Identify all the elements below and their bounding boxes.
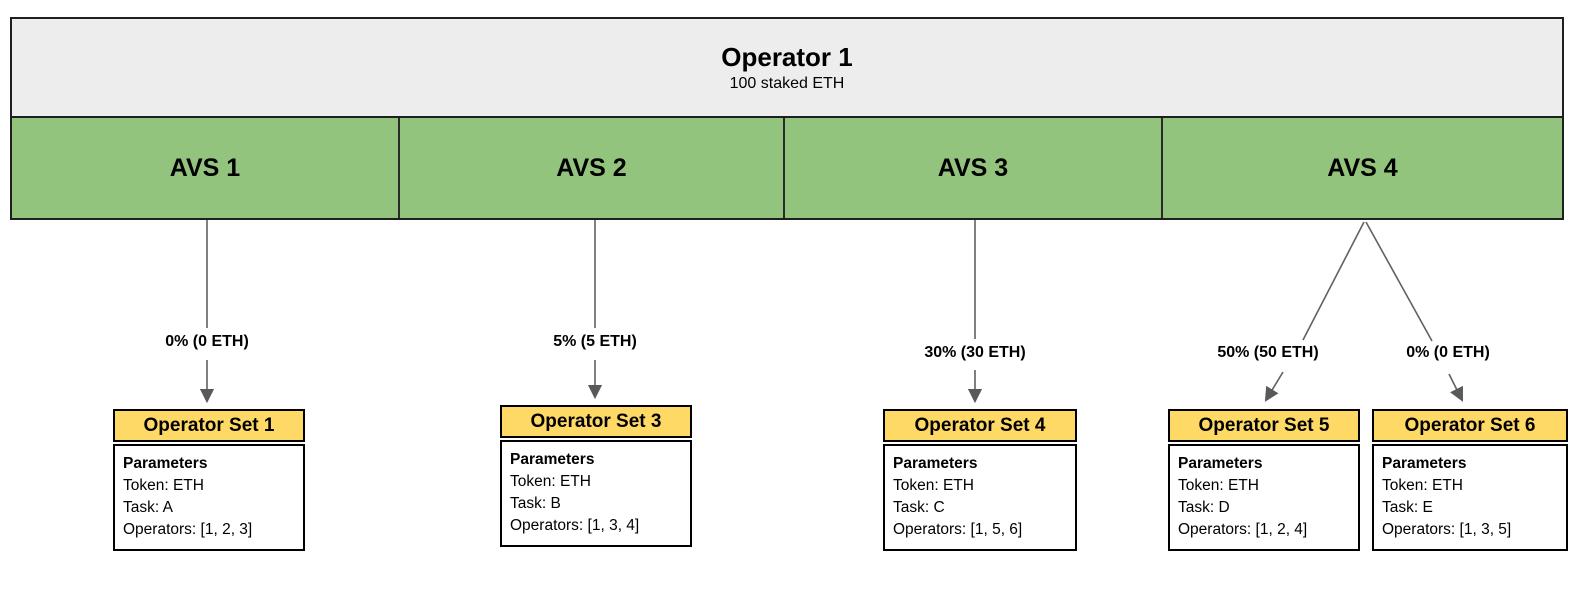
operator-set-4-title: Operator Set 4 bbox=[883, 409, 1077, 442]
operators-line: Operators: [1, 3, 4] bbox=[510, 517, 640, 534]
avs-cell-4: AVS 4 bbox=[1163, 118, 1562, 218]
parameters-heading: Parameters bbox=[1382, 455, 1467, 472]
operator-title: Operator 1 bbox=[721, 41, 853, 72]
operator-set-5-body: Parameters Token: ETH Task: D Operators:… bbox=[1168, 444, 1360, 551]
operators-line: Operators: [1, 5, 6] bbox=[893, 521, 1023, 538]
operator-set-3-title: Operator Set 3 bbox=[500, 405, 692, 438]
task-line: Task: A bbox=[123, 499, 173, 516]
operator-set-1-title: Operator Set 1 bbox=[113, 409, 305, 442]
avs-2-label: AVS 2 bbox=[556, 153, 627, 182]
operator-set-1-card: Operator Set 1 Parameters Token: ETH Tas… bbox=[113, 409, 305, 551]
allocation-label-avs3: 30% (30 ETH) bbox=[921, 344, 1029, 362]
token-line: Token: ETH bbox=[1382, 477, 1463, 494]
operators-line: Operators: [1, 2, 3] bbox=[123, 521, 253, 538]
token-line: Token: ETH bbox=[893, 477, 974, 494]
task-line: Task: E bbox=[1382, 499, 1433, 516]
avs-cell-2: AVS 2 bbox=[400, 118, 785, 218]
parameters-heading: Parameters bbox=[123, 455, 208, 472]
operator-set-5-title: Operator Set 5 bbox=[1168, 409, 1360, 442]
operator-set-6-title: Operator Set 6 bbox=[1372, 409, 1568, 442]
avs-1-label: AVS 1 bbox=[169, 153, 241, 182]
task-line: Task: C bbox=[893, 499, 945, 516]
operators-line: Operators: [1, 3, 5] bbox=[1382, 521, 1512, 538]
parameters-heading: Parameters bbox=[893, 455, 978, 472]
avs-4-label: AVS 4 bbox=[1327, 153, 1398, 182]
allocation-label-avs4-left: 50% (50 ETH) bbox=[1214, 344, 1322, 362]
token-line: Token: ETH bbox=[123, 477, 204, 494]
avs-cell-3: AVS 3 bbox=[785, 118, 1163, 218]
operator-set-1-body: Parameters Token: ETH Task: A Operators:… bbox=[113, 444, 305, 551]
avs-row: AVS 1 AVS 2 AVS 3 AVS 4 bbox=[10, 116, 1564, 220]
parameters-heading: Parameters bbox=[510, 451, 595, 468]
operator-set-3-card: Operator Set 3 Parameters Token: ETH Tas… bbox=[500, 405, 692, 547]
avs-3-label: AVS 3 bbox=[937, 153, 1009, 182]
task-line: Task: D bbox=[1178, 499, 1230, 516]
operator-set-6-body: Parameters Token: ETH Task: E Operators:… bbox=[1372, 444, 1568, 551]
operators-line: Operators: [1, 2, 4] bbox=[1178, 521, 1308, 538]
operator-set-4-body: Parameters Token: ETH Task: C Operators:… bbox=[883, 444, 1077, 551]
operator-set-3-body: Parameters Token: ETH Task: B Operators:… bbox=[500, 440, 692, 547]
operator-set-6-card: Operator Set 6 Parameters Token: ETH Tas… bbox=[1372, 409, 1568, 551]
avs-cell-1: AVS 1 bbox=[12, 118, 400, 218]
operator-box: Operator 1 100 staked ETH bbox=[10, 17, 1564, 118]
operator-set-5-card: Operator Set 5 Parameters Token: ETH Tas… bbox=[1168, 409, 1360, 551]
operator-subtitle: 100 staked ETH bbox=[729, 74, 845, 92]
parameters-heading: Parameters bbox=[1178, 455, 1263, 472]
allocation-label-avs2: 5% (5 ETH) bbox=[550, 333, 640, 351]
task-line: Task: B bbox=[510, 495, 561, 512]
token-line: Token: ETH bbox=[1178, 477, 1259, 494]
allocation-label-avs4-right: 0% (0 ETH) bbox=[1403, 344, 1493, 362]
allocation-label-avs1: 0% (0 ETH) bbox=[162, 333, 252, 351]
operator-set-4-card: Operator Set 4 Parameters Token: ETH Tas… bbox=[883, 409, 1077, 551]
token-line: Token: ETH bbox=[510, 473, 591, 490]
